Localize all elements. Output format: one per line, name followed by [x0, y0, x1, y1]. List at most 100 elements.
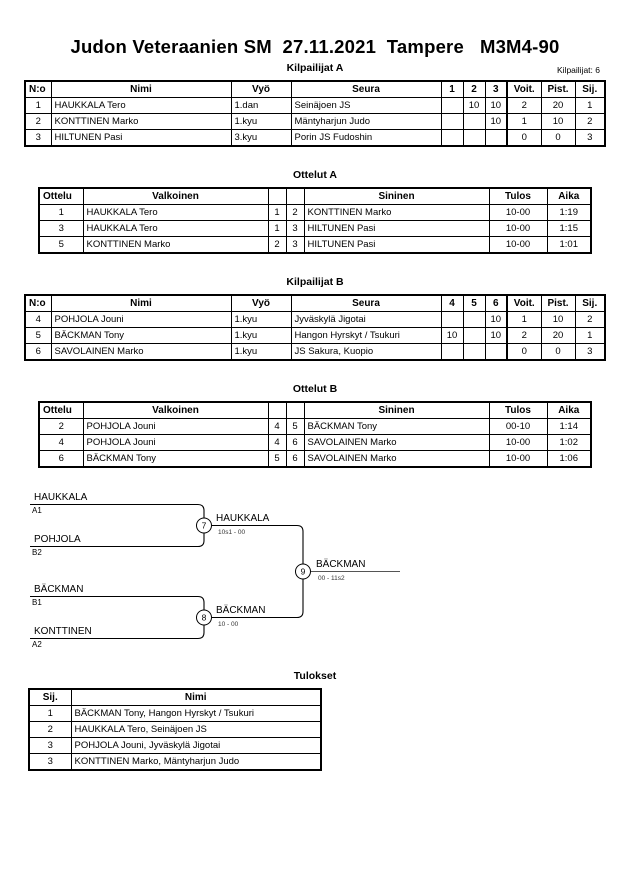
pool-b-g2 — [462, 311, 486, 328]
matches-b-th-result: Tulos — [488, 401, 548, 419]
pool-b-g1 — [440, 311, 464, 328]
bracket-entrant-name: BÄCKMAN — [34, 583, 83, 595]
matches-b-wn: 5 — [267, 450, 287, 468]
matches-a-blue: HILTUNEN Pasi — [303, 236, 490, 254]
matches-b-match: 4 — [38, 434, 84, 451]
pool-a-th-points: Pist. — [540, 80, 576, 98]
pool-b-name: BÄCKMAN Tony — [50, 327, 232, 344]
elimination-bracket: HAUKKALA A1 POHJOLA B2 BÄCKMAN B1 KONTTI… — [0, 482, 630, 657]
table-row: 5 KONTTINEN Marko 2 3 HILTUNEN Pasi 10-0… — [38, 236, 592, 254]
results-section: Sij. Nimi 1 BÄCKMAN Tony, Hangon Hyrskyt… — [0, 688, 630, 771]
results-name: KONTTINEN Marko, Mäntyharjun Judo — [70, 753, 322, 771]
pool-b-th-wins: Voit. — [506, 294, 542, 312]
table-row: 4 POHJOLA Jouni 1.kyu Jyväskylä Jigotai … — [24, 311, 606, 328]
pool-a-th-no: N:o — [24, 80, 52, 98]
pool-b-club: Hangon Hyrskyt / Tsukuri — [290, 327, 442, 344]
matches-b-caption: Ottelut B — [292, 383, 338, 395]
pool-a-wins: 0 — [506, 129, 542, 147]
matches-b-time: 1:02 — [546, 434, 592, 451]
pool-a-club: Seinäjoen JS — [290, 97, 442, 114]
bracket-match-score: 00 - 11s2 — [318, 575, 345, 582]
matches-a-white: HAUKKALA Tero — [82, 204, 269, 221]
pool-b-th-belt: Vyö — [230, 294, 292, 312]
matches-b-blue: BÄCKMAN Tony — [303, 418, 490, 435]
pool-a-section: N:o Nimi Vyö Seura 1 2 3 Voit. Pist. Sij… — [0, 80, 630, 147]
matches-b-white: POHJOLA Jouni — [82, 418, 269, 435]
matches-b-match: 2 — [38, 418, 84, 435]
pool-a-th-club: Seura — [290, 80, 442, 98]
pool-b-points: 10 — [540, 311, 576, 328]
results-th-name: Nimi — [70, 688, 322, 706]
matches-a-match: 5 — [38, 236, 84, 254]
pool-b-rank: 2 — [574, 311, 606, 328]
pool-a-th-name: Nimi — [50, 80, 232, 98]
pool-a-belt: 3.kyu — [230, 129, 292, 147]
pool-a-g1 — [440, 129, 464, 147]
pool-a-header-row: N:o Nimi Vyö Seura 1 2 3 Voit. Pist. Sij… — [24, 80, 606, 98]
pool-b-belt: 1.kyu — [230, 327, 292, 344]
pool-b-th-no: N:o — [24, 294, 52, 312]
competitor-count: Kilpailijat: 6 — [557, 65, 600, 75]
matches-b-blue: SAVOLAINEN Marko — [303, 434, 490, 451]
matches-a-time: 1:19 — [546, 204, 592, 221]
bracket-winner-name: HAUKKALA — [216, 513, 270, 524]
pool-b-rank: 3 — [574, 343, 606, 361]
pool-b-g3: 10 — [484, 327, 508, 344]
pool-b-th-g1: 4 — [440, 294, 464, 312]
pool-b-name: SAVOLAINEN Marko — [50, 343, 232, 361]
pool-b-th-name: Nimi — [50, 294, 232, 312]
pool-b-belt: 1.kyu — [230, 343, 292, 361]
pool-a-name: HILTUNEN Pasi — [50, 129, 232, 147]
table-row: 1 BÄCKMAN Tony, Hangon Hyrskyt / Tsukuri — [28, 705, 322, 722]
matches-a-blue: KONTTINEN Marko — [303, 204, 490, 221]
table-row: 5 BÄCKMAN Tony 1.kyu Hangon Hyrskyt / Ts… — [24, 327, 606, 344]
results-name: HAUKKALA Tero, Seinäjoen JS — [70, 721, 322, 738]
matches-a-bn: 2 — [285, 204, 305, 221]
matches-b-bn: 6 — [285, 450, 305, 468]
pool-b-no: 6 — [24, 343, 52, 361]
matches-b-section: Ottelu Valkoinen Sininen Tulos Aika 2 PO… — [0, 401, 630, 468]
matches-a-header-row: Ottelu Valkoinen Sininen Tulos Aika — [38, 187, 592, 205]
pool-a-th-wins: Voit. — [506, 80, 542, 98]
bracket-match-score: 10s1 - 00 — [218, 529, 245, 536]
pool-a-rank: 2 — [574, 113, 606, 130]
matches-a-table: Ottelu Valkoinen Sininen Tulos Aika 1 HA… — [38, 187, 592, 254]
results-th-rank: Sij. — [28, 688, 72, 706]
matches-a-th-wn — [267, 187, 287, 205]
matches-b-bn: 5 — [285, 418, 305, 435]
pool-b-th-club: Seura — [290, 294, 442, 312]
pool-a-g3: 10 — [484, 113, 508, 130]
matches-a-time: 1:01 — [546, 236, 592, 254]
table-row: 6 BÄCKMAN Tony 5 6 SAVOLAINEN Marko 10-0… — [38, 450, 592, 468]
pool-b-points: 0 — [540, 343, 576, 361]
table-row: 2 KONTTINEN Marko 1.kyu Mäntyharjun Judo… — [24, 113, 606, 130]
pool-b-no: 4 — [24, 311, 52, 328]
pool-b-no: 5 — [24, 327, 52, 344]
pool-b-th-points: Pist. — [540, 294, 576, 312]
matches-a-result: 10-00 — [488, 204, 548, 221]
table-row: 1 HAUKKALA Tero 1 2 KONTTINEN Marko 10-0… — [38, 204, 592, 221]
pool-b-club: Jyväskylä Jigotai — [290, 311, 442, 328]
matches-b-bn: 6 — [285, 434, 305, 451]
results-rank: 2 — [28, 721, 72, 738]
bracket-match-circle — [196, 609, 212, 626]
matches-a-time: 1:15 — [546, 220, 592, 237]
matches-b-blue: SAVOLAINEN Marko — [303, 450, 490, 468]
pool-a-belt: 1.kyu — [230, 113, 292, 130]
pool-b-th-g3: 6 — [484, 294, 508, 312]
matches-a-match: 1 — [38, 204, 84, 221]
matches-a-section: Ottelu Valkoinen Sininen Tulos Aika 1 HA… — [0, 187, 630, 254]
matches-b-th-wn — [267, 401, 287, 419]
pool-a-club: Porin JS Fudoshin — [290, 129, 442, 147]
pool-b-g2 — [462, 343, 486, 361]
pool-b-club: JS Sakura, Kuopio — [290, 343, 442, 361]
pool-a-caption-row: Kilpailijat A Kilpailijat: 6 — [0, 62, 630, 80]
matches-b-time: 1:06 — [546, 450, 592, 468]
matches-a-th-time: Aika — [546, 187, 592, 205]
pool-b-wins: 1 — [506, 311, 542, 328]
pool-a-th-g1: 1 — [440, 80, 464, 98]
matches-b-th-match: Ottelu — [38, 401, 84, 419]
table-row: 1 HAUKKALA Tero 1.dan Seinäjoen JS 10 10… — [24, 97, 606, 114]
pool-a-g2 — [462, 129, 486, 147]
pool-a-no: 1 — [24, 97, 52, 114]
